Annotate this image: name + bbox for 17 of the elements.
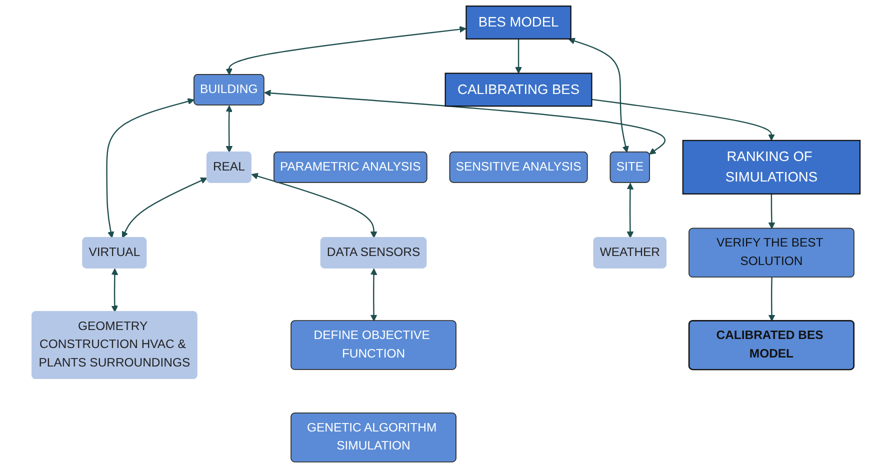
arrow [626,182,634,238]
node-box: CALIBRATING BES [444,72,592,107]
arrow [592,98,775,141]
arrow [515,38,522,74]
node-box: BES MODEL [466,6,572,40]
arrow [370,268,378,322]
arrow [264,90,666,155]
arrow [122,178,208,238]
arrow [106,98,194,238]
arrow [111,268,118,312]
arrow [226,105,233,153]
arrow [568,38,629,153]
arrow [251,172,378,238]
arrow [768,278,776,322]
node-box: RANKING OF SIMULATIONS [682,140,861,194]
arrow [226,26,466,76]
arrow [768,194,776,229]
